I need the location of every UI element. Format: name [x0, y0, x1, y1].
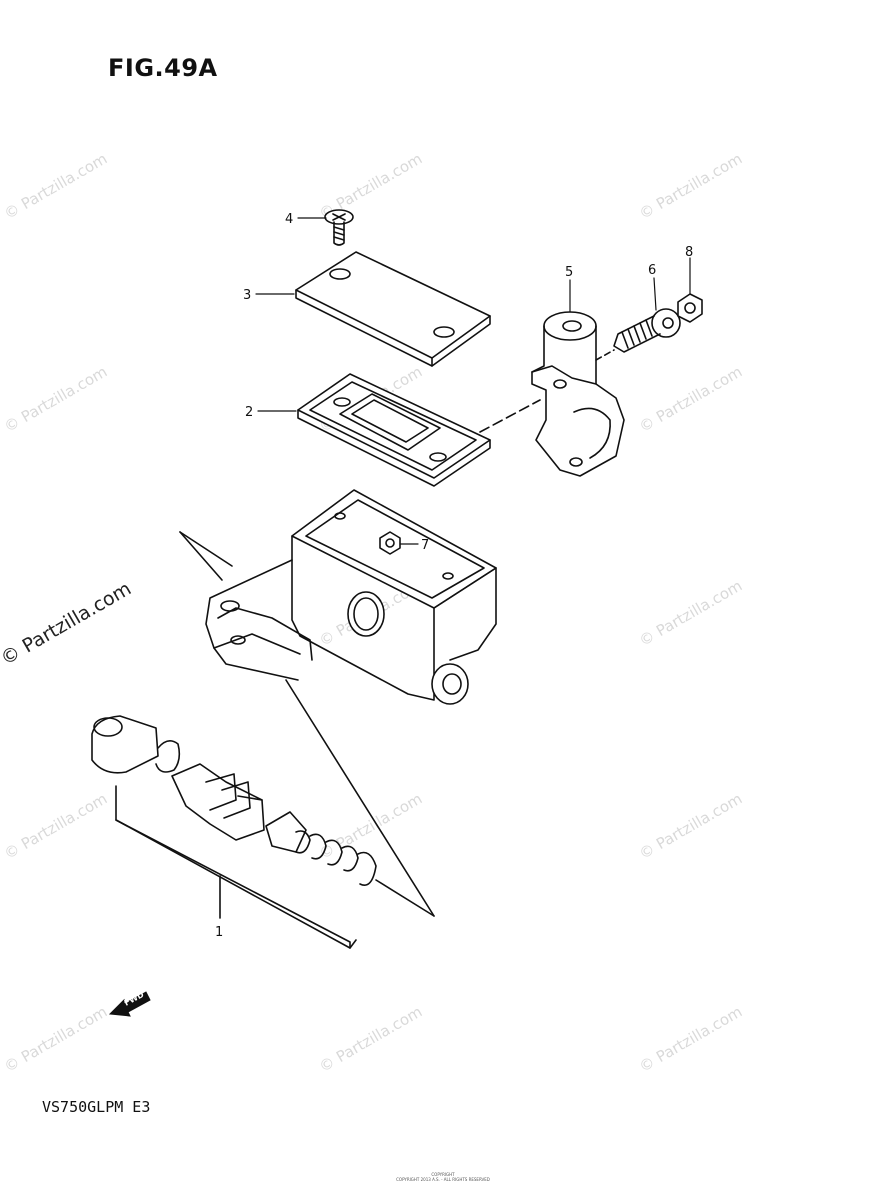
master-cylinder-body[interactable]: [205, 489, 497, 705]
copyright-footer: COPYRIGHT COPYRIGHT 2013 A.S. - ALL RIGH…: [378, 1172, 508, 1182]
part-1-piston-kit[interactable]: [91, 715, 377, 886]
callout-label: 8: [685, 245, 693, 260]
figure-title: FIG.49A: [108, 54, 218, 82]
callout-label: 4: [285, 212, 293, 227]
callout-label: 5: [565, 265, 573, 280]
callout-label: 7: [421, 538, 429, 553]
part-7-fitting[interactable]: [379, 531, 401, 555]
part-4-screw[interactable]: [324, 209, 354, 246]
part-8-nut[interactable]: [677, 293, 703, 323]
part-5-clamp[interactable]: [531, 311, 625, 477]
fwd-arrow-icon: FWD: [108, 990, 151, 1017]
part-6-bolt[interactable]: [613, 308, 681, 353]
callout-label: 6: [648, 263, 656, 278]
callout-label: 3: [243, 288, 251, 303]
callout-label: 1: [215, 925, 223, 940]
part-3-reservoir-cap[interactable]: [295, 251, 491, 367]
part-2-diaphragm[interactable]: [297, 373, 491, 487]
model-code: VS750GLPM E3: [42, 1098, 151, 1116]
copyright-line-2: COPYRIGHT 2013 A.S. - ALL RIGHTS RESERVE…: [396, 1177, 490, 1182]
copyright-line-1: COPYRIGHT: [431, 1172, 455, 1177]
callout-label: 2: [245, 405, 253, 420]
